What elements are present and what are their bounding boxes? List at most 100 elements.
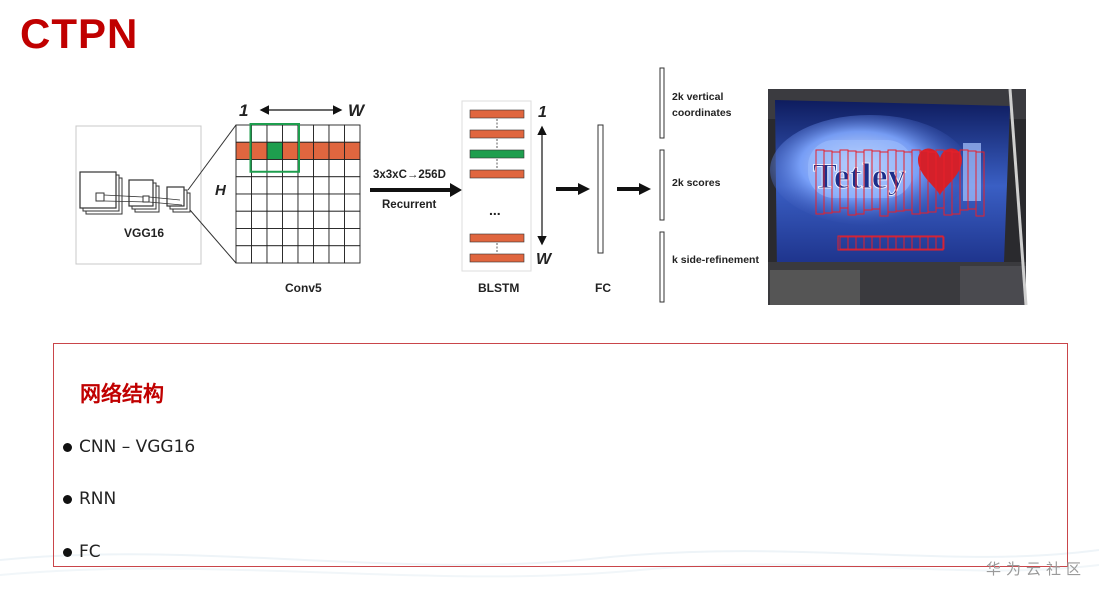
grid-cell: [297, 193, 314, 212]
blstm-block: ... BLSTM 1 W: [461, 100, 553, 295]
output-bar-refine: [659, 231, 665, 303]
grid-cell: [313, 245, 330, 264]
grid-cell: [235, 245, 252, 264]
fc-layer-bar: [597, 124, 604, 254]
conv5-label: Conv5: [285, 281, 322, 295]
bullet-text: CNN – VGG16: [79, 437, 196, 457]
grid-cell: [282, 245, 299, 264]
blstm-dots: ...: [489, 202, 501, 218]
grid-cell: [328, 176, 345, 195]
grid-cell: [266, 228, 283, 247]
grid-cell: [297, 159, 314, 178]
grid-side-h-label: H: [215, 182, 227, 199]
grid-cell: [235, 228, 252, 247]
grid-cell: [235, 210, 252, 229]
ctpn-architecture-diagram: VGG16 1 W H Conv5 3x3xC→256D Recurrent .…: [75, 67, 1028, 306]
blstm-unit: [469, 253, 525, 263]
background-wave: [0, 549, 1099, 578]
grid-cell: [266, 176, 283, 195]
bullet-item-fc: FC: [63, 542, 101, 562]
text-proposal-box-small: [935, 236, 945, 250]
grid-cell: [313, 210, 330, 229]
grid-cell: [344, 245, 361, 264]
bullet-dot-icon: [63, 494, 72, 504]
grid-cell: [282, 228, 299, 247]
grid-cell: [297, 176, 314, 195]
grid-cell: [282, 176, 299, 195]
grid-cell: [313, 124, 330, 143]
grid-cell: [328, 141, 345, 160]
grid-cell: [282, 159, 299, 178]
grid-cell: [266, 193, 283, 212]
grid-cell: [313, 228, 330, 247]
arrow-to-fc-head: [578, 183, 590, 195]
grid-cell: [344, 159, 361, 178]
grid-cell: [313, 176, 330, 195]
grid-cell: [251, 141, 268, 160]
output-vertical-line1: 2k vertical: [672, 91, 723, 103]
billboard-text: Tetley: [813, 156, 906, 196]
grid-cell: [266, 245, 283, 264]
blstm-unit: [469, 109, 525, 119]
vgg16-label: VGG16: [124, 226, 164, 240]
blstm-bottom-label: W: [536, 251, 553, 268]
text-proposal-box: [975, 151, 985, 217]
vgg16-block: VGG16: [75, 125, 202, 265]
grid-cell: [266, 141, 283, 160]
bullet-dot-icon: [63, 442, 72, 452]
blstm-top-label: 1: [538, 104, 547, 121]
grid-cell: [235, 159, 252, 178]
grid-top-w-label: W: [348, 101, 366, 120]
grid-cell: [282, 193, 299, 212]
grid-cell: [344, 141, 361, 160]
blstm-label: BLSTM: [478, 281, 519, 295]
grid-cell: [266, 159, 283, 178]
grid-cell: [297, 141, 314, 160]
bullet-item-cnn: CNN – VGG16: [63, 437, 195, 457]
arrow-to-outputs-head: [639, 183, 651, 195]
grid-cell: [313, 159, 330, 178]
recurrent-arrow-head: [450, 183, 462, 197]
grid-cell: [282, 124, 299, 143]
grid-cell: [328, 210, 345, 229]
grid-cell: [297, 210, 314, 229]
grid-cell: [235, 124, 252, 143]
grid-cell: [235, 141, 252, 160]
grid-cell: [328, 193, 345, 212]
blstm-unit: [469, 233, 525, 243]
blstm-unit: [469, 129, 525, 139]
output-scores-label: 2k scores: [672, 177, 721, 189]
blstm-unit: [469, 149, 525, 159]
network-structure-box: 网络结构 CNN – VGG16 RNN FC: [53, 343, 1068, 567]
grid-cell: [344, 176, 361, 195]
grid-cell: [251, 228, 268, 247]
grid-cell: [344, 210, 361, 229]
grid-cell: [266, 124, 283, 143]
output-bar-scores: [659, 149, 665, 221]
grid-cell: [344, 228, 361, 247]
bullet-text: FC: [79, 542, 101, 562]
conv5-feature-grid: [235, 123, 361, 264]
sliding-window-highlight: [249, 123, 300, 173]
grid-cell: [344, 124, 361, 143]
grid-cell: [266, 210, 283, 229]
heart-icon: [918, 148, 962, 196]
grid-cell: [328, 124, 345, 143]
output-refine-label: k side-refinement: [672, 254, 759, 266]
grid-cell: [328, 228, 345, 247]
blstm-unit: [469, 169, 525, 179]
grid-cell: [251, 124, 268, 143]
grid-cell: [251, 210, 268, 229]
output-bar-vertical: [659, 67, 665, 139]
arrow-bottom-label: Recurrent: [382, 199, 436, 211]
grid-cell: [235, 176, 252, 195]
grid-cell: [313, 193, 330, 212]
grid-cell: [344, 193, 361, 212]
fc-label: FC: [595, 281, 611, 295]
slide-title: CTPN: [20, 10, 139, 57]
network-structure-heading: 网络结构: [80, 382, 164, 406]
grid-cell: [251, 193, 268, 212]
bullet-dot-icon: [63, 547, 72, 557]
watermark-text: 华为云社区: [985, 560, 1086, 578]
grid-cell: [251, 159, 268, 178]
